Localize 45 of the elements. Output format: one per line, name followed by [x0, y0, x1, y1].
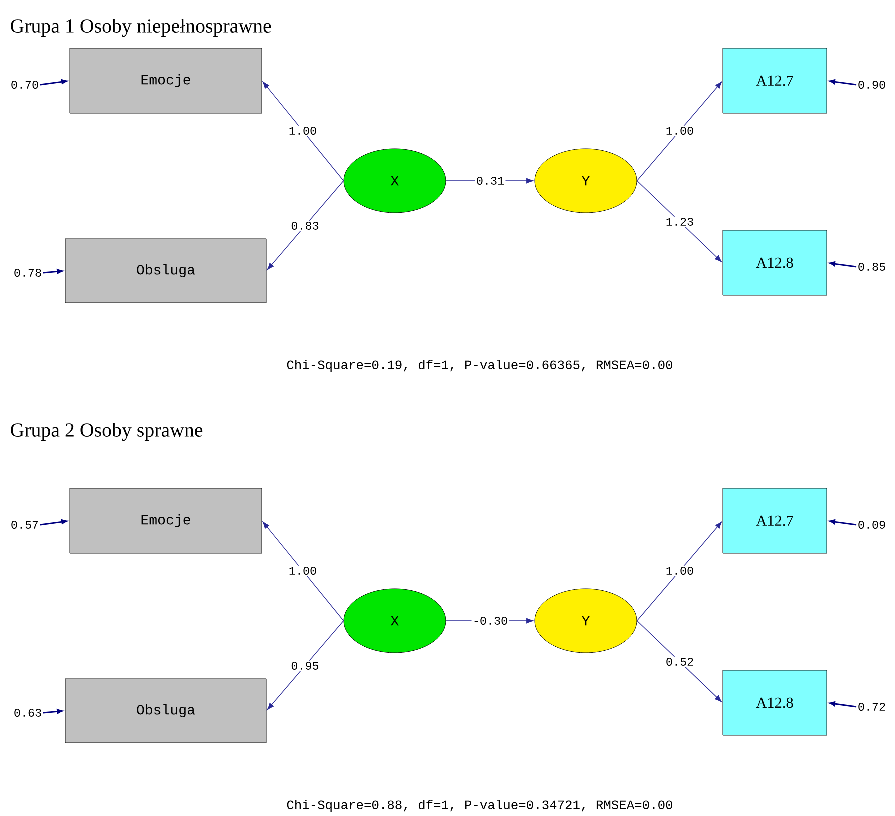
path-arrow: [267, 180, 344, 270]
error-arrow: [40, 80, 68, 86]
observed-variable-box: Emocje: [70, 48, 262, 114]
edge-label: 1.00: [288, 126, 318, 136]
path-arrow: [262, 522, 344, 622]
edge-label: 1.00: [288, 566, 318, 576]
edge-label: 0.31: [475, 176, 506, 186]
fit-statistics: Chi-Square=0.88, df=1, P-value=0.34721, RMSEA=0.00: [287, 800, 672, 812]
edge-label: 0.83: [290, 220, 320, 232]
edge-label: 0.52: [664, 656, 696, 668]
path-arrow: [636, 620, 722, 702]
path-arrow: [636, 180, 722, 262]
observed-variable-box: Emocje: [70, 488, 262, 554]
error-arrow: [830, 262, 857, 268]
edge-label: 1.00: [664, 566, 696, 576]
error-variance: 0.72: [858, 703, 886, 711]
observed-variable-box: A12.7: [722, 488, 828, 554]
error-variance: 0.85: [858, 263, 886, 271]
error-arrow: [43, 709, 63, 714]
edge-label: 1.00: [664, 126, 696, 136]
observed-variable-box: A12.8: [722, 670, 828, 736]
error-variance: 0.09: [858, 521, 886, 529]
error-variance: 0.70: [12, 81, 38, 89]
error-variance: 0.63: [14, 709, 42, 717]
path-arrow: [267, 620, 344, 710]
fit-statistics: Chi-Square=0.19, df=1, P-value=0.66365, RMSEA=0.00: [287, 360, 672, 372]
error-variance: 0.57: [12, 521, 38, 529]
path-arrow: [636, 522, 722, 622]
error-variance: 0.78: [14, 269, 42, 277]
observed-variable-box: A12.7: [722, 48, 828, 114]
group-heading: Grupa 2 Osoby sprawne: [11, 422, 203, 442]
edge-label: 0.95: [290, 660, 320, 672]
error-arrow: [830, 80, 857, 86]
path-arrow: [262, 82, 344, 182]
edge-label: -0.30: [472, 616, 510, 626]
error-variance: 0.90: [858, 81, 886, 89]
observed-variable-box: Obsluga: [65, 238, 267, 304]
error-arrow: [40, 520, 68, 526]
observed-variable-box: A12.8: [722, 230, 828, 296]
observed-variable-box: Obsluga: [65, 678, 267, 744]
path-arrow: [636, 82, 722, 182]
error-arrow: [830, 702, 857, 708]
error-arrow: [830, 520, 857, 526]
error-arrow: [43, 269, 63, 274]
edge-label: 1.23: [664, 216, 696, 228]
